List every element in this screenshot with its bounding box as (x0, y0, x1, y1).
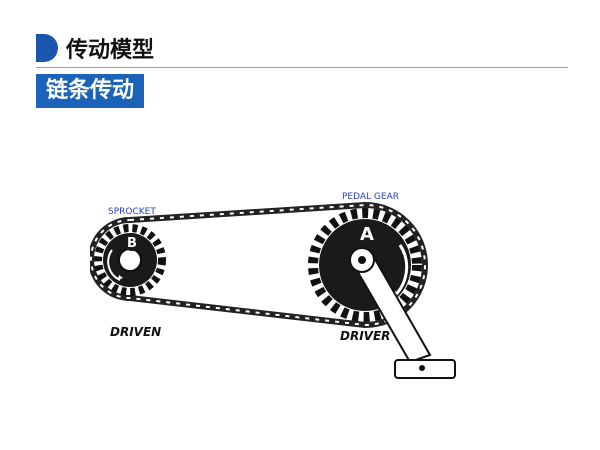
title-divider (36, 67, 568, 68)
chain-drive-diagram: B A SPROCKET PEDAL GEAR DRIVEN DRIVER (90, 192, 456, 379)
gear-b-letter: B (127, 236, 137, 251)
sprocket-label: SPROCKET (108, 207, 156, 217)
crank-arm (349, 247, 432, 364)
d-logo-icon (36, 34, 58, 62)
page-title: 传动模型 (66, 38, 155, 63)
driven-label: DRIVEN (110, 325, 161, 339)
pedal-gear-label: PEDAL GEAR (342, 192, 399, 202)
title-bar: 传动模型 (36, 30, 568, 70)
driven-sprocket: B (94, 224, 166, 296)
gear-a-letter: A (360, 224, 374, 245)
section-label: 链条传动 (36, 74, 145, 108)
chain (90, 201, 428, 329)
driver-label: DRIVER (340, 329, 390, 343)
pedal (394, 359, 456, 379)
